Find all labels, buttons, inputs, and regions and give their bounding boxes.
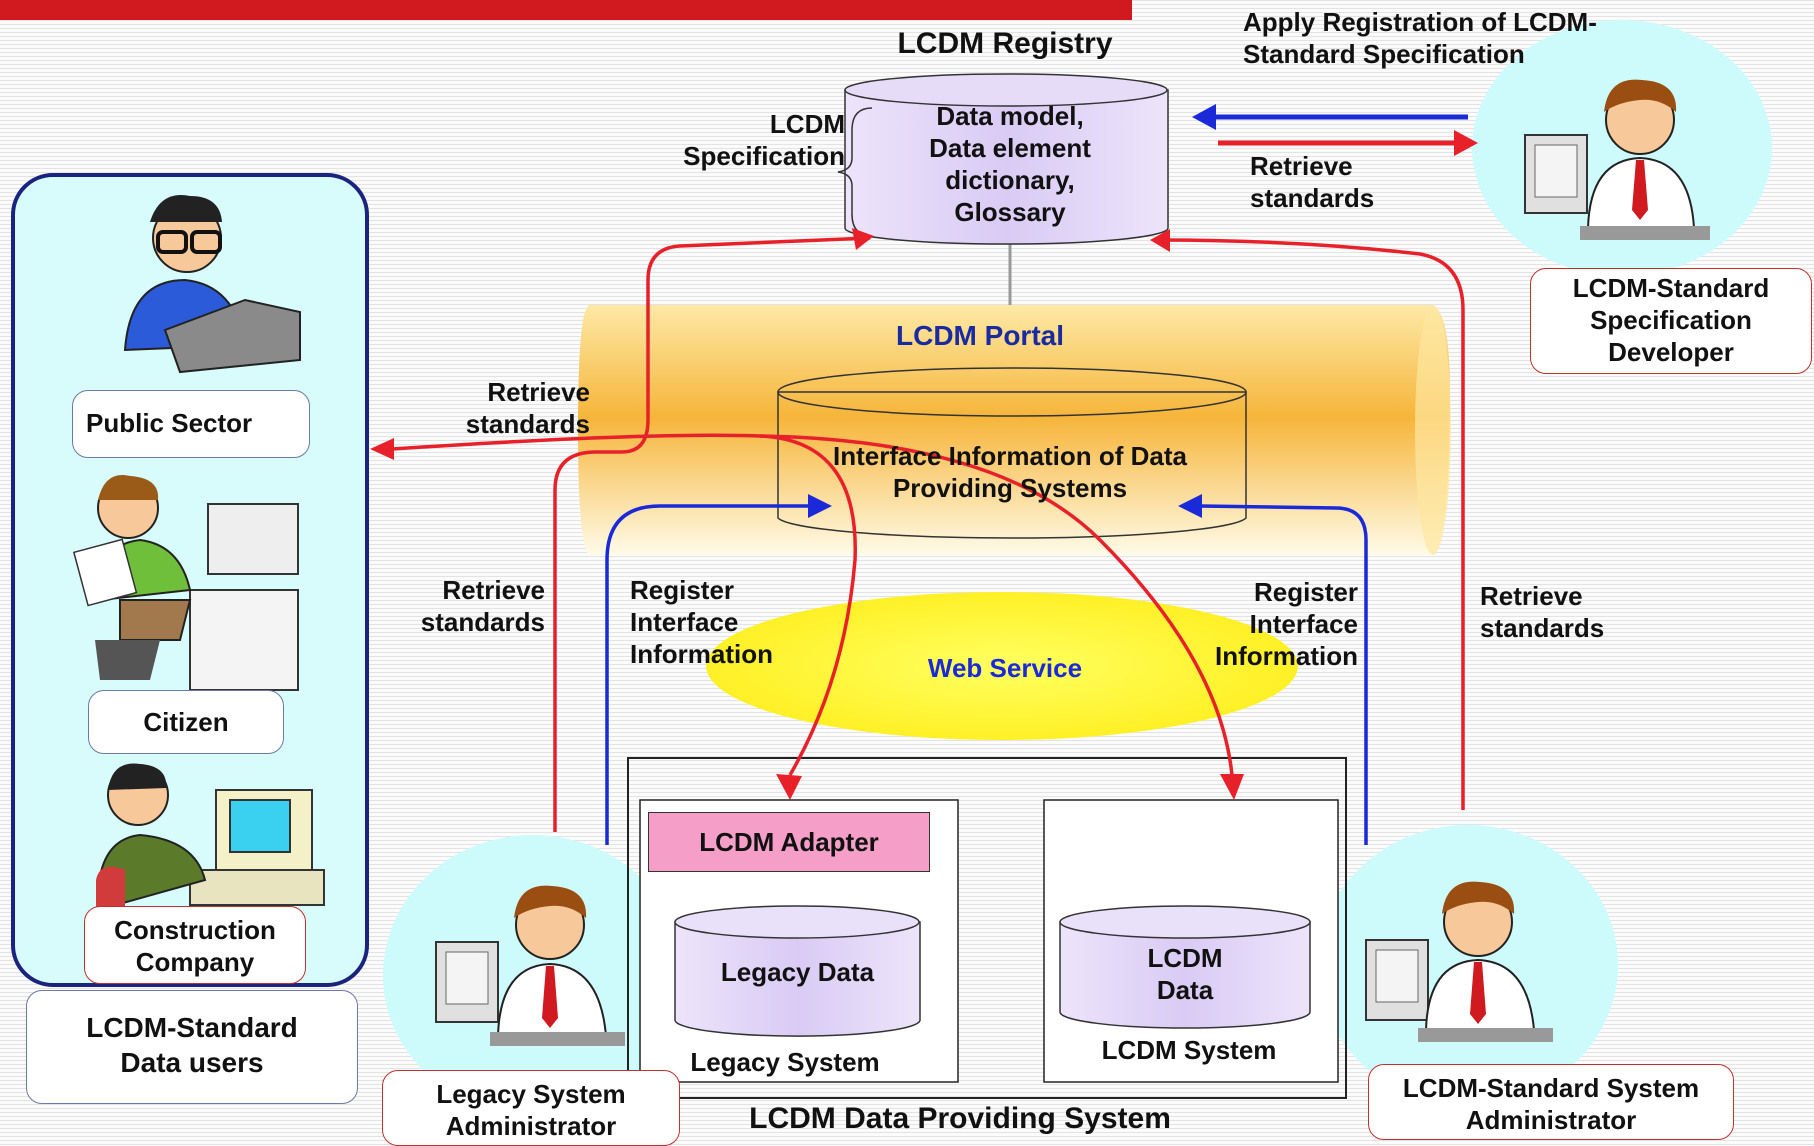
users-panel <box>11 173 369 987</box>
legacy-data-cylinder <box>674 905 921 1037</box>
developer-apply-label: Apply Registration of LCDM- Standard Spe… <box>1243 7 1597 69</box>
citizen-person-illustration <box>72 475 299 691</box>
interface-info-cylinder <box>777 367 1247 539</box>
public-sector-person-illustration <box>123 195 301 374</box>
lcdm-retrieve-label: Retrieve standards <box>1480 581 1605 643</box>
arrow-lcdm-retrieve <box>1157 238 1465 810</box>
register-left-label: Register Interface Information <box>630 575 773 669</box>
arrow-legacy-retrieve <box>553 236 871 832</box>
developer-role-box <box>1530 268 1812 374</box>
legacy-admin-box <box>382 1070 680 1146</box>
lcdm-adapter-label: LCDM Adapter <box>699 827 879 857</box>
legacy-retrieve-label: Retrieve standards <box>420 575 545 637</box>
registry-contents: Data model, Data element dictionary, Glo… <box>929 101 1091 227</box>
developer-role-label: LCDM-Standard Specification Developer <box>1572 273 1770 367</box>
registry-spec-label: LCDM Specification <box>683 109 845 171</box>
public-sector-label: Public Sector <box>86 408 253 438</box>
legacy-admin-label: Legacy System Administrator <box>436 1079 626 1141</box>
legacy-admin-person-illustration <box>435 885 625 1046</box>
lcdm-adapter-box <box>648 812 930 872</box>
construction-person-illustration <box>96 763 325 912</box>
developer-retrieve-label: Retrieve standards <box>1250 151 1375 213</box>
public-sector-box <box>72 390 310 458</box>
arrow-users-retrieve <box>391 433 1234 776</box>
lcdm-system-label: LCDM System <box>1101 1035 1277 1065</box>
portal-title: LCDM Portal <box>896 320 1064 351</box>
construction-label: Construction Company <box>114 915 276 977</box>
data-users-box <box>26 990 358 1104</box>
lcdm-admin-box <box>1368 1064 1734 1140</box>
web-service-label: Web Service <box>927 653 1083 683</box>
provider-outer-box <box>627 757 1347 1099</box>
provider-title: LCDM Data Providing System <box>749 1102 1171 1135</box>
register-right-label: Register Interface Information <box>1215 577 1358 671</box>
arrow-developer-apply <box>1192 104 1468 130</box>
construction-box <box>84 906 306 984</box>
lcdm-data-cylinder <box>1059 905 1311 1029</box>
data-users-label: LCDM-Standard Data users <box>86 1012 298 1078</box>
interface-info-label: Interface Information of Data Providing … <box>833 441 1187 503</box>
top-banner-bar <box>0 0 1132 20</box>
citizen-label: Citizen <box>143 707 229 737</box>
arrow-register-right <box>1199 504 1368 845</box>
developer-person-illustration <box>1524 79 1710 240</box>
registry-title: LCDM Registry <box>897 27 1113 60</box>
lcdm-data-label: LCDM Data <box>1147 943 1223 1005</box>
lcdm-admin-person-illustration <box>1365 881 1553 1042</box>
portal-cylinder <box>578 305 1450 555</box>
citizen-box <box>88 690 284 754</box>
users-retrieve-label: Retrieve standards <box>465 377 590 439</box>
legacy-data-label: Legacy Data <box>720 957 875 987</box>
arrow-developer-retrieve <box>1218 130 1478 156</box>
legacy-system-label: Legacy System <box>690 1047 880 1077</box>
arrow-portal-adapter <box>759 434 857 776</box>
arrow-register-left <box>605 504 810 845</box>
lcdm-admin-label: LCDM-Standard System Administrator <box>1402 1073 1700 1135</box>
web-service-ellipse <box>706 592 1298 740</box>
